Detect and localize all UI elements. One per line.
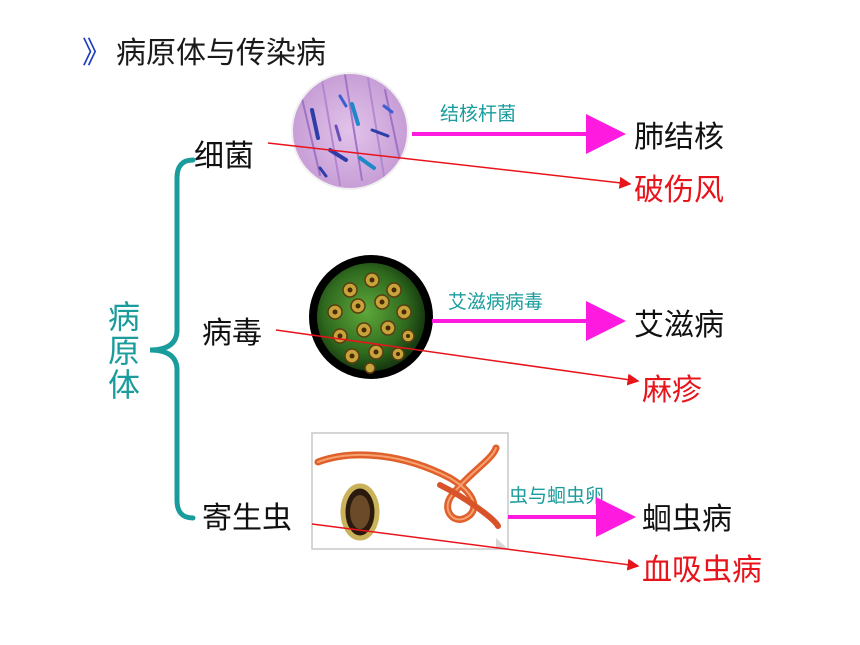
example-parasite: 蛔虫与蛔虫卵 [490, 485, 605, 507]
disease-tetanus: 破伤风 [634, 173, 724, 208]
virus-image [309, 255, 433, 379]
root-label: 病原体 [103, 300, 141, 402]
category-virus: 病毒 [202, 316, 262, 351]
parasite-image [311, 432, 509, 550]
bacteria-image [291, 72, 409, 190]
category-bacteria: 细菌 [194, 139, 254, 174]
example-virus: 艾滋病病毒 [448, 291, 544, 313]
example-arrows [412, 114, 636, 537]
disease-schistosomiasis: 血吸虫病 [642, 553, 762, 588]
disease-arrows [267, 142, 640, 571]
example-bacteria: 结核杆菌 [440, 103, 517, 125]
title-text: 病原体与传染病 [116, 36, 326, 71]
category-parasite: 寄生虫 [202, 501, 292, 536]
title-marker: 》 [82, 36, 112, 71]
category-brace [149, 157, 196, 521]
disease-tuberculosis: 肺结核 [634, 120, 724, 155]
disease-ascariasis: 蛔虫病 [642, 502, 732, 537]
page-title: 》病原体与传染病 [82, 28, 326, 72]
disease-measles: 麻疹 [642, 373, 702, 408]
disease-aids: 艾滋病 [634, 308, 724, 343]
